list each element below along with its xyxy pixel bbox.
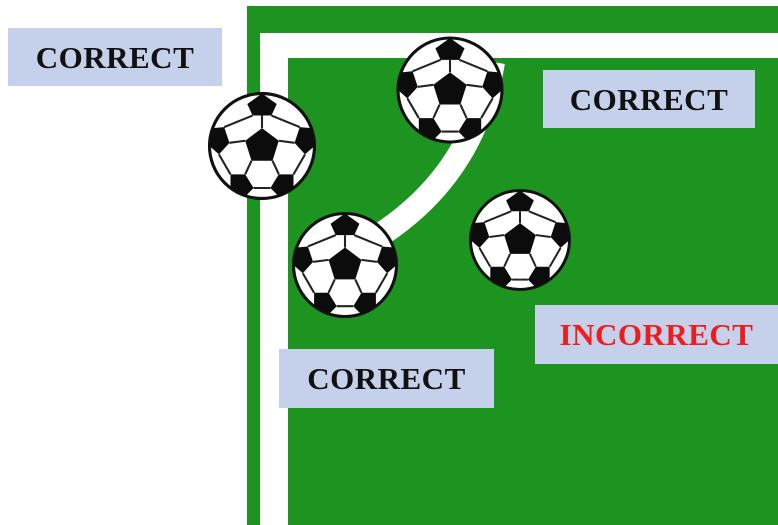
- goal-line: [260, 33, 778, 58]
- label-correct-on-arc: CORRECT: [279, 349, 494, 408]
- label-correct-on-line: CORRECT: [543, 70, 755, 128]
- ball-icon: [398, 38, 502, 142]
- ball-icon: [471, 191, 570, 290]
- label-incorrect-outside-arc: INCORRECT: [535, 305, 778, 364]
- ball-icon: [210, 94, 315, 199]
- ball-icon: [294, 214, 397, 317]
- label-correct-outside: CORRECT: [8, 28, 222, 86]
